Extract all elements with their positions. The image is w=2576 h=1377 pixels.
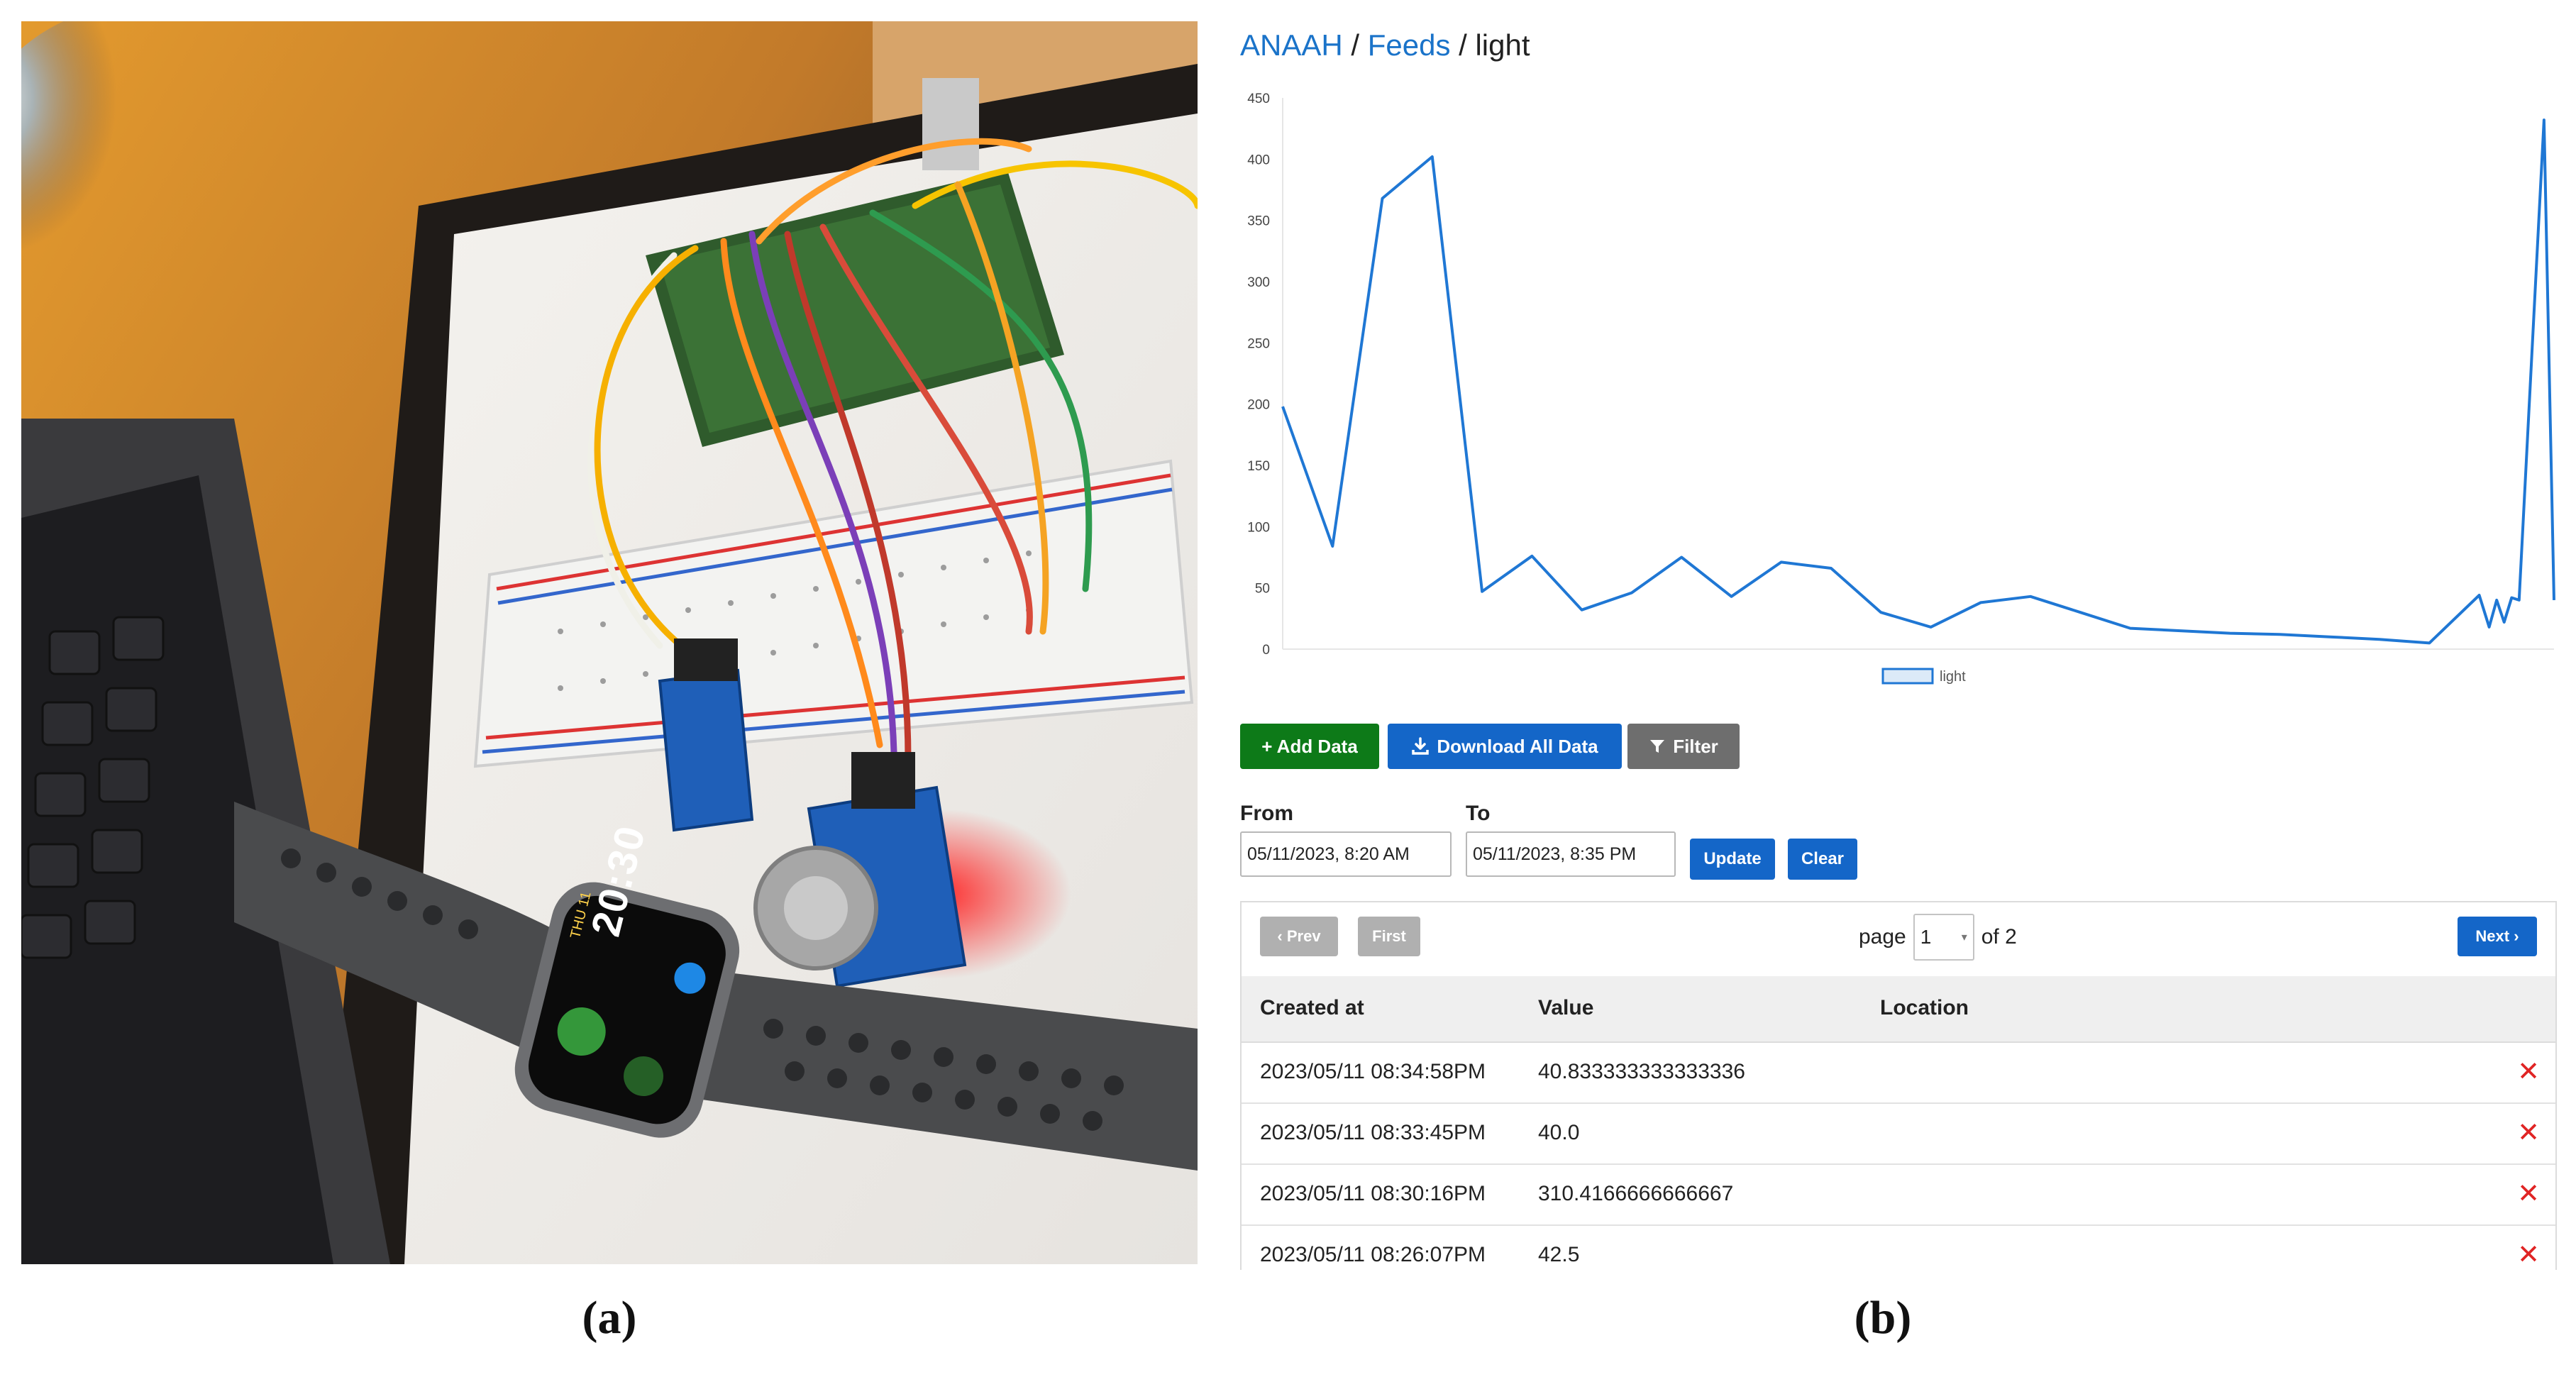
breadcrumb-root-link[interactable]: ANAAH: [1240, 28, 1343, 62]
series-line-light: [1281, 118, 2555, 645]
download-all-data-button[interactable]: Download All Data: [1388, 724, 1622, 769]
table-row: 2023/05/11 08:26:07PM 42.5 ✕: [1242, 1224, 2555, 1270]
column-header-value[interactable]: Value: [1538, 996, 1594, 1019]
prev-label: Prev: [1286, 927, 1321, 945]
next-page-button[interactable]: Next ›: [2458, 917, 2537, 956]
table-header: Created at Value Location: [1242, 976, 2555, 1043]
page-select[interactable]: 1 ▾: [1913, 914, 1974, 961]
chevron-left-icon: ‹: [1277, 927, 1287, 945]
download-icon: [1412, 737, 1430, 755]
page-count-label: of 2: [1981, 925, 2017, 949]
delete-icon[interactable]: ✕: [2517, 1118, 2540, 1148]
breadcrumb: ANAAH / Feeds / light: [1240, 28, 1530, 62]
table-row: 2023/05/11 08:30:16PM 310.4166666666667 …: [1242, 1163, 2555, 1226]
y-tick-label: 350: [1247, 214, 1270, 229]
light-line-chart: 0 50 100 150 200 250 300 350 400 450 light: [1247, 92, 2555, 685]
cell-value: 310.4166666666667: [1538, 1182, 1734, 1205]
page-select-value: 1: [1920, 926, 1932, 948]
breadcrumb-current: light: [1475, 28, 1530, 62]
y-tick-label: 0: [1262, 643, 1270, 658]
photo-panel: 20:30 THU 11: [21, 21, 1198, 1264]
add-data-button[interactable]: + Add Data: [1240, 724, 1379, 769]
table-row: 2023/05/11 08:33:45PM 40.0 ✕: [1242, 1102, 2555, 1165]
filter-label: Filter: [1673, 735, 1718, 757]
y-tick-label: 150: [1247, 459, 1270, 474]
download-all-data-label: Download All Data: [1437, 735, 1598, 757]
page-control: page 1 ▾ of 2: [1859, 914, 2017, 961]
cell-value: 40.0: [1538, 1121, 1580, 1144]
to-label: To: [1466, 802, 1491, 825]
next-label: Next: [2475, 927, 2510, 945]
from-label: From: [1240, 802, 1293, 825]
chevron-down-icon: ▾: [1961, 931, 1967, 944]
data-table: ‹ Prev First page 1 ▾ of 2 Next › Create…: [1240, 901, 2557, 1270]
legend-label-light: light: [1940, 669, 1966, 685]
cell-created-at: 2023/05/11 08:34:58PM: [1260, 1060, 1486, 1083]
y-tick-label: 450: [1247, 92, 1270, 106]
column-header-created-at[interactable]: Created at: [1260, 996, 1364, 1019]
cell-created-at: 2023/05/11 08:26:07PM: [1260, 1243, 1486, 1266]
to-date-input[interactable]: 05/11/2023, 8:35 PM: [1466, 831, 1676, 877]
cell-created-at: 2023/05/11 08:33:45PM: [1260, 1121, 1486, 1144]
breadcrumb-separator: /: [1351, 28, 1360, 62]
caption-b: (b): [1854, 1292, 1912, 1344]
y-tick-label: 300: [1247, 275, 1270, 290]
cell-created-at: 2023/05/11 08:30:16PM: [1260, 1182, 1486, 1205]
cell-value: 42.5: [1538, 1243, 1580, 1266]
table-row: 2023/05/11 08:34:58PM 40.833333333333336…: [1242, 1041, 2555, 1104]
clear-button[interactable]: Clear: [1788, 839, 1857, 880]
cell-value: 40.833333333333336: [1538, 1060, 1745, 1083]
y-tick-label: 400: [1247, 153, 1270, 167]
legend-swatch-light: [1881, 668, 1934, 685]
filter-button[interactable]: Filter: [1627, 724, 1740, 769]
breadcrumb-feeds-link[interactable]: Feeds: [1367, 28, 1451, 62]
add-data-label: + Add Data: [1261, 735, 1358, 757]
breadcrumb-separator: /: [1459, 28, 1467, 62]
hardware-photo: [21, 21, 1198, 1264]
prev-page-button[interactable]: ‹ Prev: [1260, 917, 1338, 956]
delete-icon[interactable]: ✕: [2517, 1240, 2540, 1270]
feed-panel: ANAAH / Feeds / light 0 50 100 150 200 250 300…: [1240, 0, 2560, 1270]
delete-icon[interactable]: ✕: [2517, 1057, 2540, 1087]
y-tick-label: 250: [1247, 336, 1270, 351]
column-header-location[interactable]: Location: [1880, 996, 1969, 1019]
chevron-right-icon: ›: [2509, 927, 2519, 945]
funnel-icon: [1650, 740, 1665, 753]
delete-icon[interactable]: ✕: [2517, 1179, 2540, 1209]
y-tick-label: 50: [1255, 582, 1270, 597]
update-button[interactable]: Update: [1690, 839, 1775, 880]
caption-a: (a): [582, 1292, 637, 1344]
y-tick-label: 200: [1247, 398, 1270, 413]
y-tick-label: 100: [1247, 520, 1270, 535]
from-date-input[interactable]: 05/11/2023, 8:20 AM: [1240, 831, 1452, 877]
first-page-button[interactable]: First: [1358, 917, 1420, 956]
page-label: page: [1859, 925, 1906, 949]
